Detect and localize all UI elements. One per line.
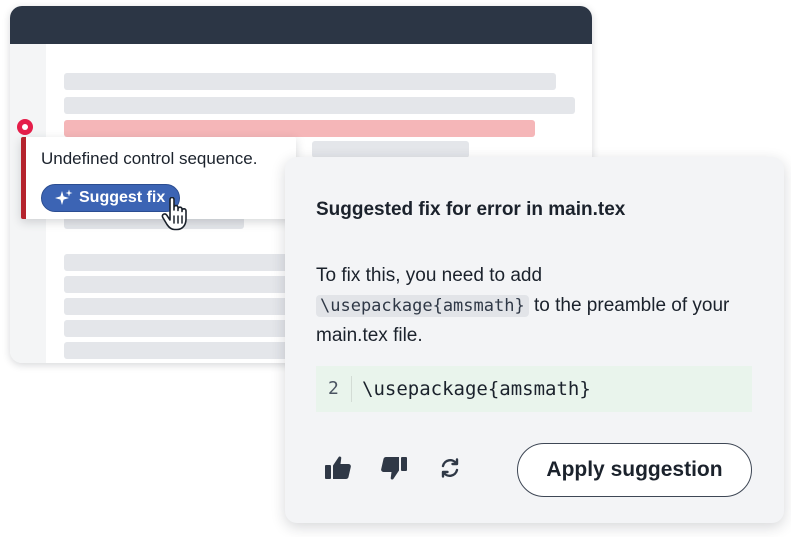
apply-suggestion-button[interactable]: Apply suggestion [517,443,752,497]
code-line-placeholder [64,342,304,359]
code-line-placeholder [64,254,304,271]
inline-code: \usepackage{amsmath} [316,295,529,317]
suggestion-body: To fix this, you need to add \usepackage… [316,261,736,351]
code-line-placeholder [64,320,304,337]
error-dot-icon[interactable] [17,119,33,135]
error-message: Undefined control sequence. [41,149,258,168]
sparkle-icon [55,189,73,205]
code-line-placeholder [64,276,304,293]
suggestion-body-suffix: to the preamble of your main.tex file. [316,295,730,346]
error-line-highlight [64,120,535,137]
refresh-icon[interactable] [435,453,465,483]
thumbs-up-icon[interactable] [323,453,353,483]
code-line-placeholder [64,298,304,315]
code-suggestion-block: 2 \usepackage{amsmath} [316,366,752,412]
code-line-placeholder [64,73,556,90]
thumbs-down-icon[interactable] [379,453,409,483]
error-tooltip: Undefined control sequence. Suggest fix [21,137,296,219]
suggest-fix-label: Suggest fix [79,189,166,206]
suggest-fix-button[interactable]: Suggest fix [41,184,181,212]
code-line-text: \usepackage{amsmath} [362,378,591,400]
suggestion-card: Suggested fix for error in main.tex To f… [285,157,784,523]
suggestion-body-prefix: To fix this, you need to add [316,265,543,286]
suggestion-title: Suggested fix for error in main.tex [316,199,626,220]
code-line-number: 2 [316,376,352,402]
code-line-placeholder [312,141,469,158]
editor-titlebar [10,6,592,44]
hand-pointer-icon [161,197,187,231]
code-line-placeholder [64,97,575,114]
